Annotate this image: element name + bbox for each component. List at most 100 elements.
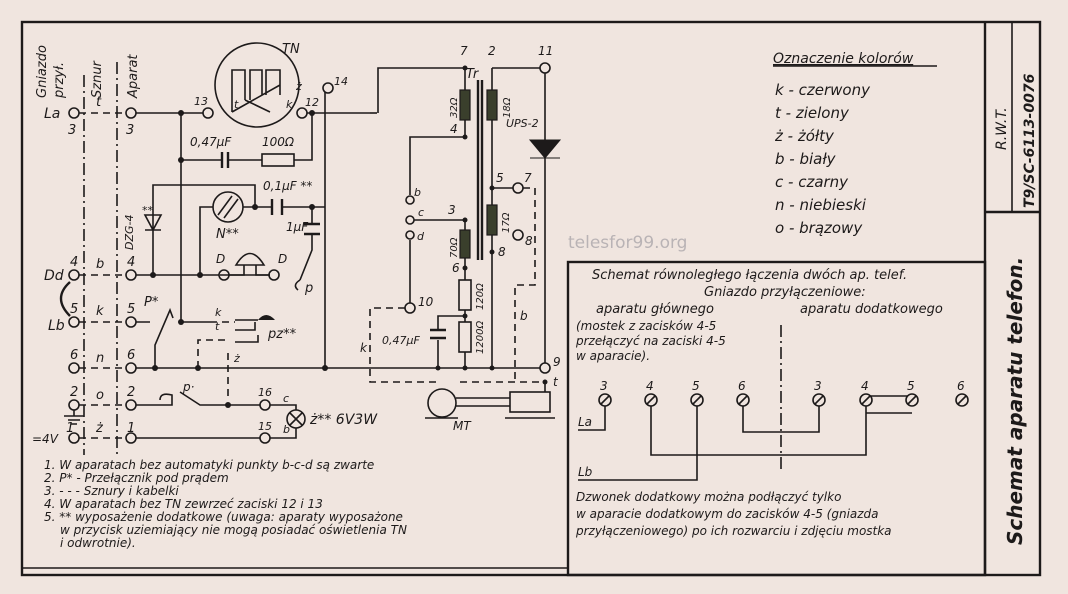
svg-text:5. ** wyposażenie dodatkowe (u: 5. ** wyposażenie dodatkowe (uwaga: apar… — [44, 510, 403, 524]
svg-text:70Ω: 70Ω — [449, 237, 460, 258]
svg-text:3: 3 — [68, 123, 76, 138]
svg-text:4: 4 — [70, 255, 78, 270]
svg-text:aparatu dodatkowego: aparatu dodatkowego — [800, 302, 943, 317]
svg-text:Tr: Tr — [466, 67, 480, 82]
svg-text:t - zielony: t - zielony — [775, 104, 850, 122]
org-code: R.W.T. — [994, 107, 1010, 150]
svg-text:o - brązowy: o - brązowy — [775, 219, 863, 237]
svg-text:pz**: pz** — [267, 327, 297, 342]
svg-text:w aparacie).: w aparacie). — [576, 349, 650, 363]
bell-icon: D D — [216, 252, 287, 281]
svg-text:t: t — [215, 320, 220, 333]
svg-text:k: k — [286, 98, 293, 111]
svg-text:Dzwonek dodatkowy można podłąc: Dzwonek dodatkowy można podłączyć tylko — [576, 490, 841, 504]
junctions — [150, 110, 328, 408]
svg-text:1: 1 — [66, 421, 74, 436]
svg-text:1200Ω: 1200Ω — [475, 321, 486, 354]
svg-text:9: 9 — [553, 355, 561, 369]
svg-text:t: t — [234, 98, 239, 111]
svg-text:12: 12 — [305, 96, 319, 109]
svg-text:t: t — [96, 95, 102, 110]
svg-text:ż** 6V3W: ż** 6V3W — [309, 412, 378, 428]
document-number: T9/SC-6113-0076 — [1022, 73, 1038, 208]
svg-text:Gniazdo przyłączeniowe:: Gniazdo przyłączeniowe: — [704, 285, 866, 300]
svg-text:13: 13 — [194, 95, 208, 108]
svg-text:o: o — [96, 388, 104, 403]
svg-text:p: p — [304, 281, 313, 296]
svg-text:P*: P* — [144, 295, 159, 310]
header-socket: Gniazdo — [35, 45, 50, 98]
svg-text:7: 7 — [460, 44, 468, 58]
svg-text:2: 2 — [127, 385, 135, 400]
svg-text:5: 5 — [907, 379, 915, 393]
svg-text:32Ω: 32Ω — [449, 97, 460, 118]
svg-text:7: 7 — [524, 171, 532, 185]
svg-text:c: c — [418, 206, 424, 219]
svg-text:n - niebieski: n - niebieski — [775, 196, 867, 214]
frame — [20, 20, 1042, 577]
svg-text:D: D — [216, 252, 225, 266]
legend-title: Oznaczenie kolorów — [773, 51, 914, 67]
svg-text:5: 5 — [496, 171, 504, 185]
neon-lamp-icon — [212, 191, 244, 223]
svg-text:w aparacie dodatkowym do zacis: w aparacie dodatkowym do zacisków 4-5 (g… — [576, 507, 879, 521]
svg-text:przełączyć na zaciski 4-5: przełączyć na zaciski 4-5 — [575, 334, 726, 348]
svg-text:14: 14 — [334, 75, 348, 88]
footnotes: 1. W aparatach bez automatyki punkty b-c… — [44, 458, 407, 550]
svg-text:k: k — [215, 306, 222, 319]
svg-text:18Ω: 18Ω — [502, 97, 513, 118]
svg-text:c: c — [283, 392, 289, 405]
capacitor-0-47uF — [220, 152, 230, 168]
svg-text:6: 6 — [738, 379, 746, 393]
svg-text:ż: ż — [95, 421, 104, 436]
svg-text:3: 3 — [448, 203, 456, 217]
svg-text:N**: N** — [216, 227, 239, 242]
svg-text:16: 16 — [258, 386, 272, 399]
svg-text:6: 6 — [127, 348, 135, 363]
svg-text:5: 5 — [70, 302, 78, 317]
svg-text:t: t — [553, 375, 559, 389]
transformer-block: Tr 7 2 11 32Ω 18Ω 4 UPS-2 5 7 17Ω 8 8 3 … — [360, 44, 562, 433]
svg-text:c - czarny: c - czarny — [775, 173, 849, 191]
svg-text:i odwrotnie).: i odwrotnie). — [60, 536, 136, 550]
svg-text:p·: p· — [182, 380, 194, 394]
svg-text:4. W aparatach bez TN zewrzeć: 4. W aparatach bez TN zewrzeć zaciski 12… — [44, 497, 323, 511]
svg-text:2. P* - Przełącznik pod prądem: 2. P* - Przełącznik pod prądem — [44, 471, 229, 485]
svg-text:0,47µF: 0,47µF — [190, 135, 232, 149]
svg-text:2: 2 — [70, 385, 78, 400]
svg-text:120Ω: 120Ω — [475, 283, 486, 310]
svg-text:4: 4 — [450, 122, 458, 136]
svg-text:3: 3 — [126, 123, 134, 138]
svg-text:3. - - - Sznury i kabelki: 3. - - - Sznury i kabelki — [44, 484, 179, 498]
svg-text:0,47µF: 0,47µF — [382, 334, 420, 347]
svg-text:=4V: =4V — [32, 432, 59, 446]
svg-text:ż - żółty: ż - żółty — [774, 127, 835, 145]
svg-text:MT: MT — [453, 419, 472, 433]
parallel-connection-diagram: Schemat równoległego łączenia dwóch ap. … — [575, 268, 969, 538]
svg-text:Schemat równoległego łączenia: Schemat równoległego łączenia dwóch ap. … — [592, 268, 907, 283]
capacitor-1uF — [304, 222, 320, 236]
svg-text:17Ω: 17Ω — [501, 212, 512, 233]
svg-text:3: 3 — [600, 379, 608, 393]
svg-text:k: k — [96, 304, 104, 319]
svg-text:15: 15 — [258, 420, 272, 433]
terminal-13 — [202, 107, 214, 119]
svg-text:6: 6 — [70, 348, 78, 363]
microphone-icon — [427, 388, 457, 418]
svg-text:b - biały: b - biały — [775, 150, 837, 168]
svg-text:1: 1 — [127, 421, 135, 436]
svg-text:11: 11 — [538, 44, 553, 58]
svg-text:4: 4 — [861, 379, 869, 393]
svg-text:6: 6 — [452, 261, 460, 275]
color-legend: Oznaczenie kolorów k - czerwony t - ziel… — [773, 51, 937, 237]
svg-text:DZG-4: DZG-4 — [123, 215, 136, 251]
svg-text:b: b — [283, 423, 290, 436]
header-apparatus: Aparat — [126, 54, 141, 99]
earpiece-icon — [509, 391, 551, 413]
svg-text:La: La — [578, 415, 592, 429]
resistor-100-ohm — [261, 153, 295, 167]
varistor-ups-icon — [528, 139, 562, 159]
header-socket-2: przył. — [52, 62, 67, 99]
svg-text:b: b — [414, 186, 421, 199]
